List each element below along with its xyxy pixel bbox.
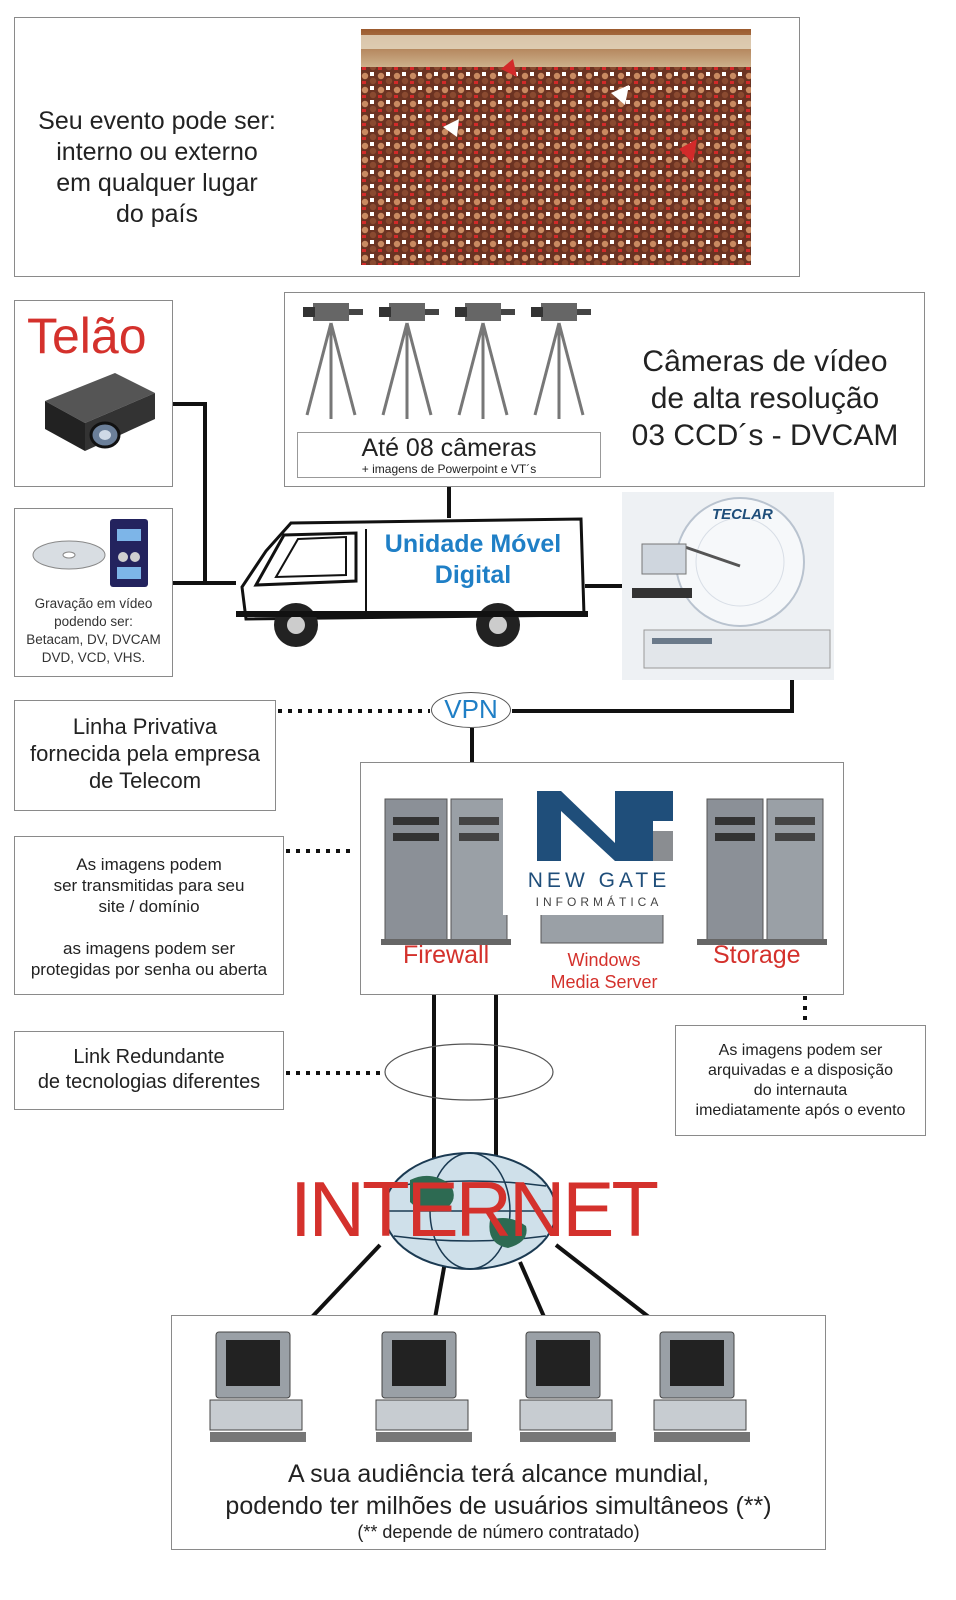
van-label: Unidade Móvel Digital [372,529,574,591]
cameras-box: Até 08 câmeras + imagens de Powerpoint e… [284,292,925,487]
firewall-label: Firewall [403,941,489,970]
computer-icon [654,1332,750,1442]
newgate-logo-text: NEW GATE [503,869,695,893]
computer-icon [210,1332,306,1442]
satellite-brand: TECLAR [712,506,773,523]
storage-label: Storage [713,941,801,970]
server-rack-icon [541,913,663,943]
server-room-box: NEW GATE INFORMÁTICA Firewall Windows Me… [360,762,844,995]
newgate-logo-subtext: INFORMÁTICA [503,895,695,909]
computer-icon [520,1332,616,1442]
vpn-node: VPN [431,692,511,728]
crowd-photo [361,29,751,265]
recording-box: Gravação em vídeo podendo ser: Betacam, … [14,508,173,677]
internet-label: INTERNET [290,1164,650,1254]
mobile-unit-van: Unidade Móvel Digital [236,515,588,657]
private-line-box: Linha Privativa fornecida pela empresa d… [14,700,276,811]
audience-text: A sua audiência terá alcance mundial, po… [172,1458,825,1522]
telao-box: Telão [14,300,173,487]
camera-tripods [285,293,615,433]
cameras-description: Câmeras de vídeo de alta resolução 03 CC… [615,343,915,454]
event-text: Seu evento pode ser: interno ou externo … [19,106,295,230]
transmit-box: As imagens podem ser transmitidas para s… [14,836,284,995]
archive-box: As imagens podem ser arquivadas e a disp… [675,1025,926,1136]
audience-box: A sua audiência terá alcance mundial, po… [171,1315,826,1550]
camera-icon [455,303,515,419]
newgate-logo: NEW GATE INFORMÁTICA [503,781,695,915]
camera-count-label: Até 08 câmeras + imagens de Powerpoint e… [297,432,601,478]
audience-note: (** depende de número contratado) [172,1522,825,1543]
projector-icon [15,301,174,488]
camera-icon [303,303,363,419]
event-box: Seu evento pode ser: interno ou externo … [14,17,800,277]
wms-label: Windows Media Server [541,949,667,993]
camera-icon [379,303,439,419]
satellite-uplink: TECLAR [622,492,834,680]
server-rack-icon [381,799,511,945]
recording-text: Gravação em vídeo podendo ser: Betacam, … [15,595,172,667]
camera-icon [531,303,591,419]
server-rack-icon [697,799,827,945]
computer-icon [376,1332,472,1442]
computer-workstations [172,1316,827,1456]
redundant-link-box: Link Redundante de tecnologias diferente… [14,1031,284,1110]
